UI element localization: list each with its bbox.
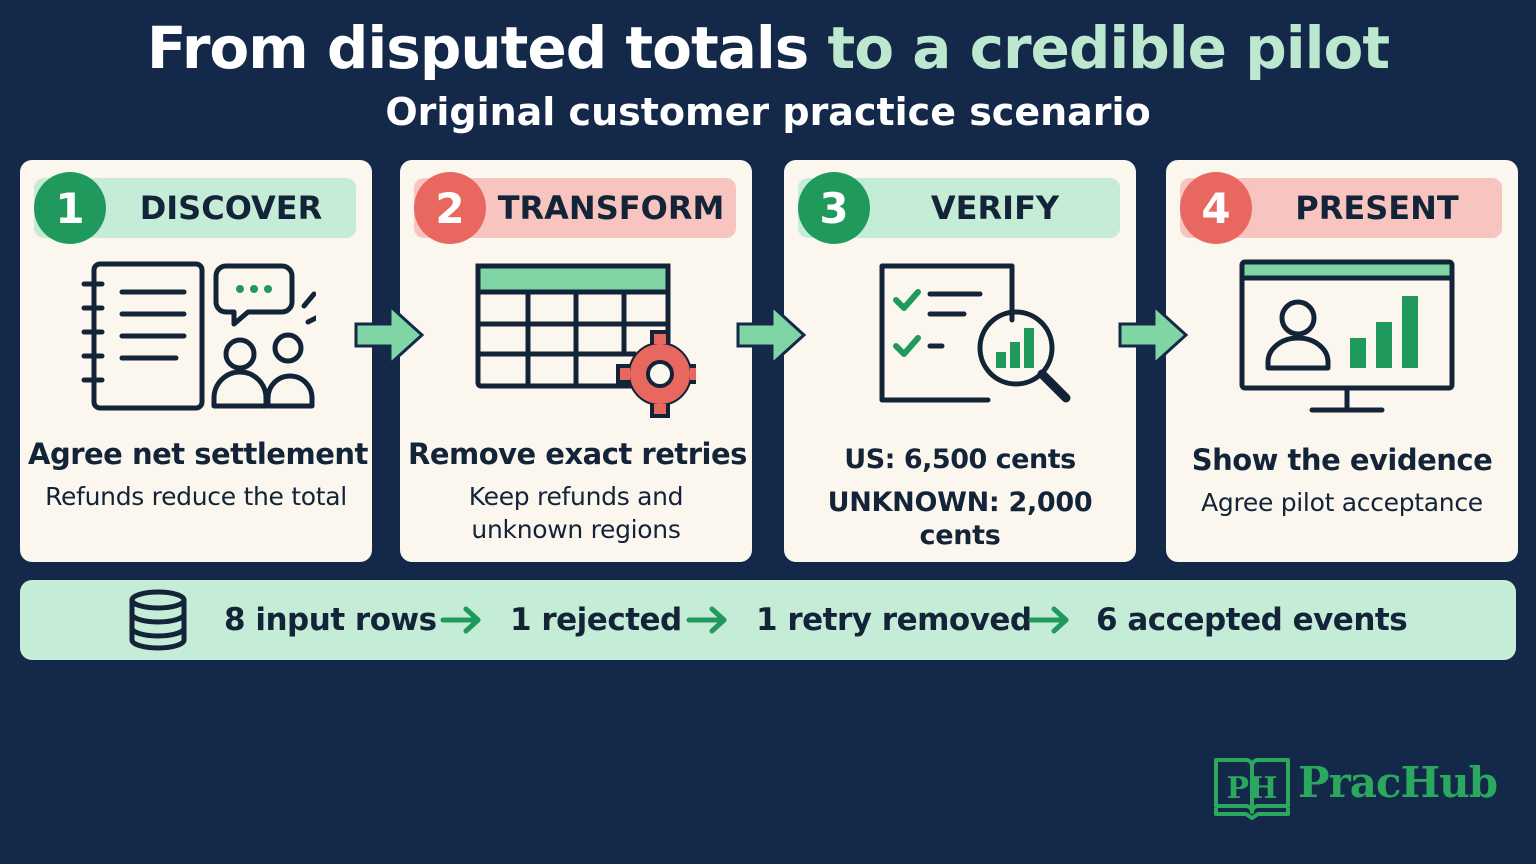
step-text: Show the evidence Agree pilot acceptance <box>1174 440 1510 519</box>
arrow-right-icon <box>440 606 481 634</box>
prachub-logo: PH PracHub <box>1212 752 1498 822</box>
step-text: Remove exact retries Keep refunds and un… <box>408 434 747 546</box>
step-number-badge: 4 <box>1180 172 1252 244</box>
step-text: US: 6,500 cents UNKNOWN: 2,000 cents <box>792 440 1128 552</box>
step-sub-text: Refunds reduce the total <box>45 482 347 511</box>
step-label: TRANSFORM <box>497 189 725 227</box>
step-label: VERIFY <box>930 189 1060 227</box>
arrow-right-icon <box>354 302 425 368</box>
step-main-text: Remove exact retries <box>408 437 747 471</box>
step-main-text: US: 6,500 cents <box>844 444 1076 475</box>
step-sub-text: Keep refunds and unknown regions <box>468 482 684 544</box>
arrow-right-icon <box>1028 606 1069 634</box>
title-part-2: to a credible pilot <box>827 14 1390 82</box>
pipeline-summary-bar: 8 input rows 1 rejected 1 retry removed … <box>20 580 1516 660</box>
pipeline-rejected-count: 1 rejected <box>510 602 682 638</box>
step-number-badge: 2 <box>414 172 486 244</box>
monitor-presentation-icon <box>1239 259 1455 413</box>
step-main-text: Agree net settlement <box>28 437 368 471</box>
arrow-right-icon <box>736 302 807 368</box>
step-header: 2 TRANSFORM <box>414 172 736 244</box>
step-header: 1 DISCOVER <box>34 172 356 244</box>
pipeline-retry-count: 1 retry removed <box>756 602 1032 638</box>
step-sub-text: Agree pilot acceptance <box>1201 488 1483 517</box>
step-number-badge: 1 <box>34 172 106 244</box>
notebook-people-chat-icon <box>81 261 316 411</box>
database-icon <box>129 589 187 651</box>
step-card-present: 4 PRESENT Show the evidence Agree pilot … <box>1166 160 1518 562</box>
step-text: Agree net settlement Refunds reduce the … <box>28 434 368 513</box>
table-gear-icon <box>475 263 696 418</box>
step-sub-text: UNKNOWN: 2,000 cents <box>827 487 1093 551</box>
step-label: DISCOVER <box>139 189 323 227</box>
logo-mark: PH <box>1227 771 1278 806</box>
step-header: 4 PRESENT <box>1180 172 1502 244</box>
page-title: From disputed totals to a credible pilot <box>0 14 1536 82</box>
pipeline-accepted-count: 6 accepted events <box>1096 602 1408 638</box>
step-number-badge: 3 <box>798 172 870 244</box>
logo-text: PracHub <box>1298 758 1498 807</box>
pipeline-input-count: 8 input rows <box>224 602 437 638</box>
arrow-right-icon <box>686 606 727 634</box>
arrow-right-icon <box>1118 302 1189 368</box>
step-card-discover: 1 DISCOVER Agree net settlement Refunds … <box>20 160 372 562</box>
title-part-1: From disputed totals <box>146 14 809 82</box>
page-subtitle: Original customer practice scenario <box>385 90 1151 134</box>
checklist-magnifier-icon <box>879 263 1071 403</box>
step-card-verify: 3 VERIFY US: 6,500 cents UNKNOWN: 2,000 … <box>784 160 1136 562</box>
step-label: PRESENT <box>1295 189 1459 227</box>
step-card-transform: 2 TRANSFORM Remove exact retries Keep re… <box>400 160 752 562</box>
step-header: 3 VERIFY <box>798 172 1120 244</box>
book-logo-icon: PH <box>1214 758 1290 820</box>
step-main-text: Show the evidence <box>1191 443 1493 477</box>
